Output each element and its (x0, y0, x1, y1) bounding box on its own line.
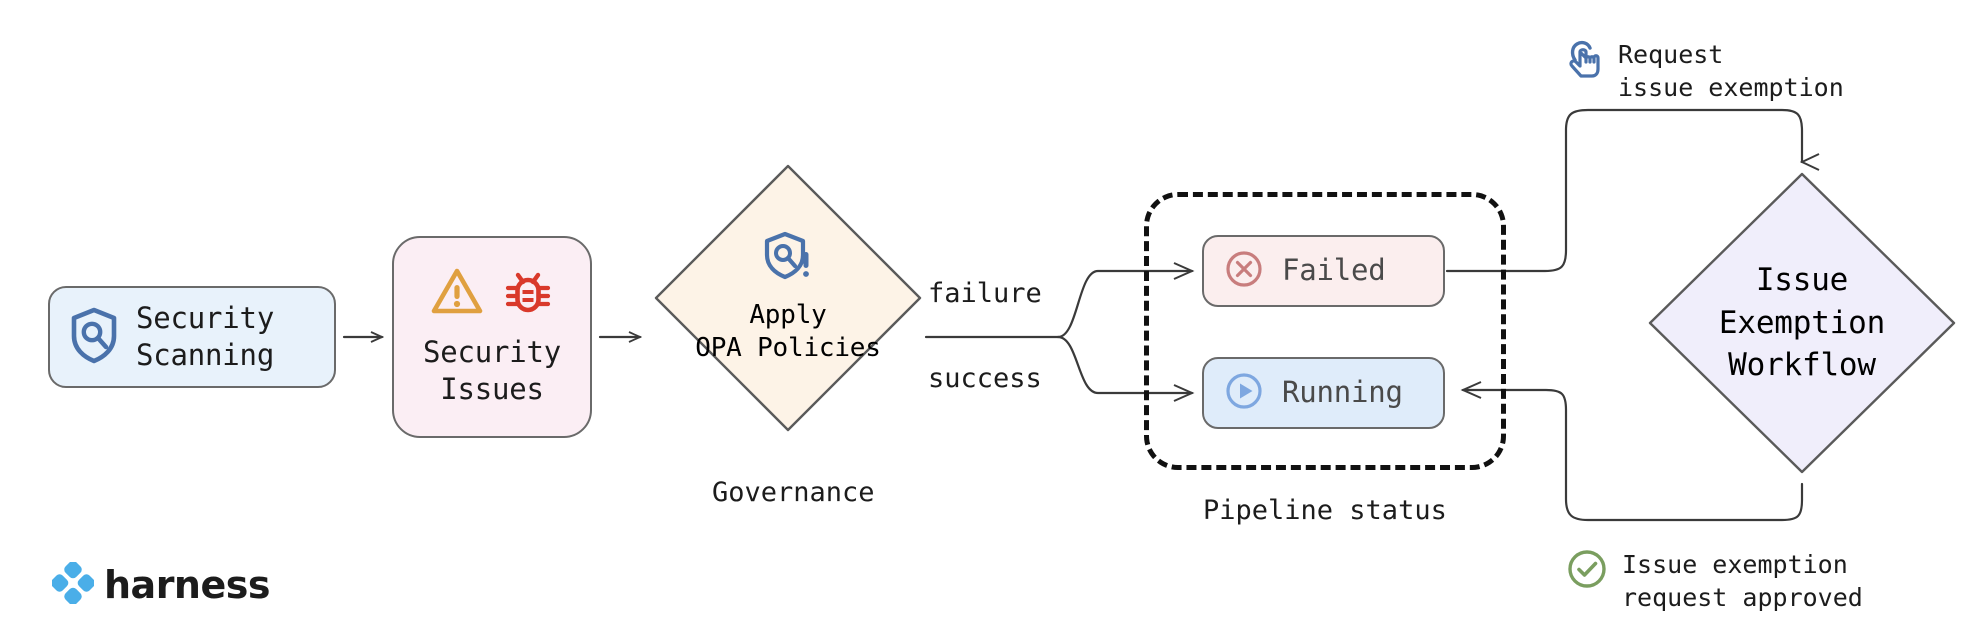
circle-x-icon (1224, 249, 1264, 293)
cursor-click-icon (1566, 38, 1604, 86)
circle-play-icon (1224, 371, 1264, 415)
pipeline-status-group (1144, 192, 1506, 470)
node-label: Security Scanning (136, 300, 275, 372)
edge-exemption-to-running (1460, 381, 1804, 522)
warning-triangle-icon (431, 267, 483, 319)
harness-logo: harness (50, 560, 271, 608)
check-circle-icon (1566, 548, 1608, 594)
shield-scan-icon (68, 306, 120, 368)
issue-icons (431, 266, 553, 320)
caption-governance: Governance (712, 477, 875, 508)
edge-label-failure: failure (928, 278, 1042, 309)
node-security-scanning[interactable]: Security Scanning (48, 286, 336, 388)
node-label: Security Issues (422, 334, 562, 406)
diamond-shape (654, 164, 922, 432)
annotation-text: Issue exemption request approved (1622, 550, 1863, 613)
node-label: Failed (1282, 253, 1386, 288)
annotation-request-approved: Issue exemption request approved (1566, 548, 1863, 615)
edge-label-success: success (928, 363, 1042, 394)
bug-icon (503, 266, 553, 320)
node-status-failed[interactable]: Failed (1202, 235, 1445, 307)
edge-success-branch (1056, 335, 1195, 402)
edge-failed-to-exemption (1445, 108, 1802, 273)
edge-failure-branch (1056, 262, 1195, 339)
node-apply-opa-policies[interactable]: Apply OPA Policies (650, 160, 926, 436)
node-security-issues[interactable]: Security Issues (392, 236, 592, 438)
node-label: Running (1282, 375, 1403, 410)
annotation-text: Request issue exemption (1618, 40, 1844, 103)
node-issue-exemption-workflow[interactable]: Issue Exemption Workflow (1644, 168, 1960, 478)
annotation-request-issue-exemption: Request issue exemption (1566, 38, 1844, 105)
diamond-shape (1648, 172, 1956, 474)
node-status-running[interactable]: Running (1202, 357, 1445, 429)
caption-pipeline-status: Pipeline status (1203, 495, 1447, 526)
harness-mark-icon (50, 560, 96, 608)
harness-wordmark: harness (104, 563, 271, 607)
